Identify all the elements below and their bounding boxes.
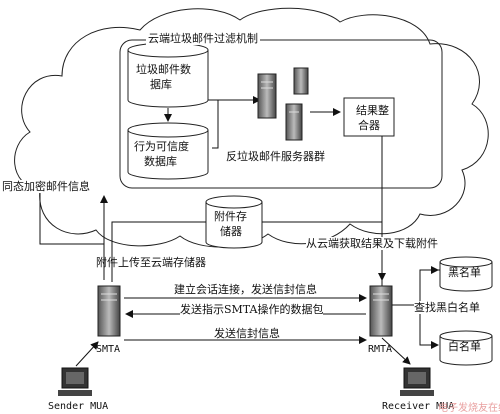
receiver-mua-label: Receiver MUA — [382, 401, 455, 412]
whitelist-database — [439, 330, 493, 366]
trust-database — [127, 122, 209, 180]
watermark: 电子发烧友在线 — [438, 403, 500, 414]
sync-encrypt-label: 同态加密邮件信息 — [2, 180, 90, 193]
spam-db-label-1: 垃圾邮件数 — [136, 63, 191, 76]
spam-database — [127, 42, 209, 108]
sender-mua-label: Sender MUA — [48, 401, 109, 412]
rmta-label: RMTA — [368, 344, 393, 355]
blacklist-label: 黑名单 — [448, 266, 481, 279]
result-label-1: 结果整 — [356, 104, 389, 117]
result-label-2: 合器 — [358, 119, 380, 132]
cloud-title: 云端垃圾邮件过滤机制 — [146, 32, 260, 45]
upload-attachment-label: 附件上传至云端存储器 — [96, 256, 206, 269]
establish-session-label: 建立会话连接，发送信封信息 — [174, 283, 317, 296]
trust-db-label-2: 数据库 — [144, 155, 177, 168]
attachment-store-label-1: 附件存 — [214, 210, 247, 223]
result-integrator-box — [343, 97, 395, 137]
smta-label: SMTA — [96, 344, 121, 355]
server-group-icon — [257, 67, 309, 141]
sender-mua-computer-icon — [58, 367, 92, 396]
smta-packet-label: 发送指示SMTA操作的数据包 — [180, 303, 324, 316]
receiver-mua-computer-icon — [400, 367, 434, 396]
rmta-server-icon — [369, 285, 393, 337]
whitelist-label: 白名单 — [448, 340, 481, 353]
lookup-lists-label: 查找黑白名单 — [414, 301, 480, 314]
server-group-label: 反垃圾邮件服务器群 — [226, 150, 325, 163]
smta-server-icon — [97, 285, 121, 337]
trust-db-label-1: 行为可信度 — [134, 140, 189, 153]
cloud-filter-box — [119, 39, 443, 189]
send-envelope-label: 发送信封信息 — [214, 327, 280, 340]
attachment-store-label-2: 储器 — [220, 225, 242, 238]
fetch-results-label: 从云端获取结果及下载附件 — [306, 237, 438, 250]
attachment-storage — [205, 195, 263, 249]
spam-db-label-2: 据库 — [150, 78, 172, 91]
blacklist-database — [439, 256, 493, 292]
cloud-shape — [14, 7, 489, 248]
